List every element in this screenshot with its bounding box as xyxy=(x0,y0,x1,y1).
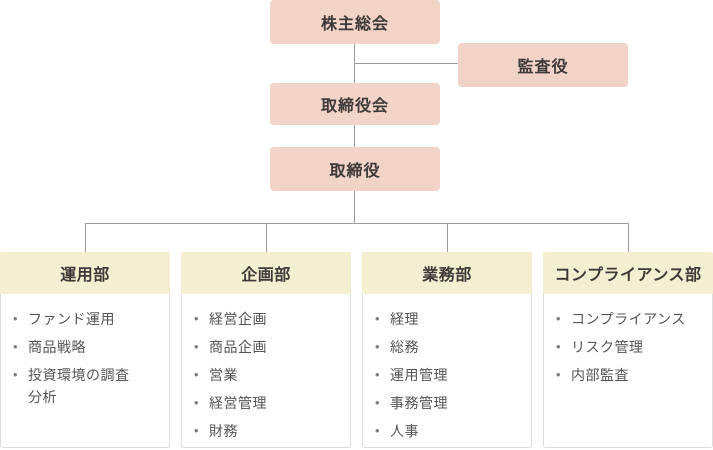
list-item: • 商品企画 xyxy=(194,336,342,358)
list-item: • リスク管理 xyxy=(556,336,704,358)
bullet-icon: • xyxy=(13,339,18,354)
connector-line xyxy=(354,125,355,147)
list-item: • 経理 xyxy=(375,308,523,330)
list-item-label: リスク管理 xyxy=(571,339,644,355)
department-name: コンプライアンス部 xyxy=(554,267,702,284)
bullet-icon: • xyxy=(375,367,380,382)
bullet-icon: • xyxy=(375,339,380,354)
department-name: 業務部 xyxy=(422,267,472,284)
department-body: • 経営企画 • 商品企画 • 営業 • 経営管理 • 財務 xyxy=(181,294,351,448)
list-item: • 内部監査 xyxy=(556,364,704,386)
node-board-of-directors: 取締役会 xyxy=(270,83,440,125)
list-item-label: ファンド運用 xyxy=(28,311,115,327)
list-item: • コンプライアンス xyxy=(556,308,704,330)
department-header: コンプライアンス部 xyxy=(543,252,713,294)
list-item-label: 商品企画 xyxy=(209,339,267,355)
node-directors: 取締役 xyxy=(270,147,440,191)
department-list: • 経理 • 総務 • 運用管理 • 事務管理 • 人事 xyxy=(375,308,523,442)
department-list: • ファンド運用 • 商品戦略 • 投資環境の調査 分析 xyxy=(13,308,161,408)
list-item-label: 商品戦略 xyxy=(28,339,86,355)
department-body: • コンプライアンス • リスク管理 • 内部監査 xyxy=(543,294,713,448)
list-item: • 事務管理 xyxy=(375,392,523,414)
bullet-icon: • xyxy=(375,423,380,438)
node-label: 取締役 xyxy=(329,163,381,180)
connector-line xyxy=(354,44,355,83)
bullet-icon: • xyxy=(194,339,199,354)
list-item: • 運用管理 xyxy=(375,364,523,386)
connector-line xyxy=(354,191,355,223)
list-item: • ファンド運用 xyxy=(13,308,161,330)
list-item-label: 投資環境の調査 分析 xyxy=(28,367,130,405)
list-item: • 経営企画 xyxy=(194,308,342,330)
node-label: 取締役会 xyxy=(320,98,389,115)
bullet-icon: • xyxy=(556,339,561,354)
list-item: • 営業 xyxy=(194,364,342,386)
bullet-icon: • xyxy=(13,311,18,326)
department-body: • ファンド運用 • 商品戦略 • 投資環境の調査 分析 xyxy=(0,294,170,448)
list-item: • 商品戦略 xyxy=(13,336,161,358)
list-item: • 経営管理 xyxy=(194,392,342,414)
bullet-icon: • xyxy=(556,311,561,326)
department-list: • 経営企画 • 商品企画 • 営業 • 経営管理 • 財務 xyxy=(194,308,342,442)
connector-line xyxy=(85,223,86,252)
department-name: 運用部 xyxy=(60,267,110,284)
list-item: • 総務 xyxy=(375,336,523,358)
department-header: 企画部 xyxy=(181,252,351,294)
node-auditor: 監査役 xyxy=(458,43,628,87)
department-compliance: コンプライアンス部 • コンプライアンス • リスク管理 • 内部監査 xyxy=(543,252,713,448)
list-item-label: 財務 xyxy=(209,423,238,439)
bullet-icon: • xyxy=(194,367,199,382)
node-label: 監査役 xyxy=(517,59,569,76)
list-item-label: 経理 xyxy=(390,311,419,327)
department-operations: 運用部 • ファンド運用 • 商品戦略 • 投資環境の調査 分析 xyxy=(0,252,170,448)
list-item-label: 経営企画 xyxy=(209,311,267,327)
list-item-label: 人事 xyxy=(390,423,419,439)
node-shareholders-meeting: 株主総会 xyxy=(270,0,440,44)
list-item: • 人事 xyxy=(375,420,523,442)
list-item-label: 内部監査 xyxy=(571,367,629,383)
department-name: 企画部 xyxy=(241,267,291,284)
connector-line xyxy=(628,223,629,252)
bullet-icon: • xyxy=(194,395,199,410)
department-header: 業務部 xyxy=(362,252,532,294)
bullet-icon: • xyxy=(375,311,380,326)
bullet-icon: • xyxy=(194,311,199,326)
bullet-icon: • xyxy=(194,423,199,438)
list-item-label: 運用管理 xyxy=(390,367,448,383)
department-planning: 企画部 • 経営企画 • 商品企画 • 営業 • 経営管理 xyxy=(181,252,351,448)
node-label: 株主総会 xyxy=(320,16,389,33)
list-item-label: 事務管理 xyxy=(390,395,448,411)
department-business: 業務部 • 経理 • 総務 • 運用管理 • 事務管理 xyxy=(362,252,532,448)
connector-line xyxy=(355,63,458,64)
department-list: • コンプライアンス • リスク管理 • 内部監査 xyxy=(556,308,704,386)
bullet-icon: • xyxy=(13,367,18,382)
list-item-label: 総務 xyxy=(390,339,419,355)
list-item-label: 経営管理 xyxy=(209,395,267,411)
list-item-label: 営業 xyxy=(209,367,238,383)
list-item-label: コンプライアンス xyxy=(571,311,686,327)
bullet-icon: • xyxy=(556,367,561,382)
list-item: • 財務 xyxy=(194,420,342,442)
connector-line xyxy=(447,223,448,252)
bullet-icon: • xyxy=(375,395,380,410)
connector-line xyxy=(85,223,628,224)
department-header: 運用部 xyxy=(0,252,170,294)
list-item: • 投資環境の調査 分析 xyxy=(13,364,161,408)
connector-line xyxy=(266,223,267,252)
department-body: • 経理 • 総務 • 運用管理 • 事務管理 • 人事 xyxy=(362,294,532,448)
